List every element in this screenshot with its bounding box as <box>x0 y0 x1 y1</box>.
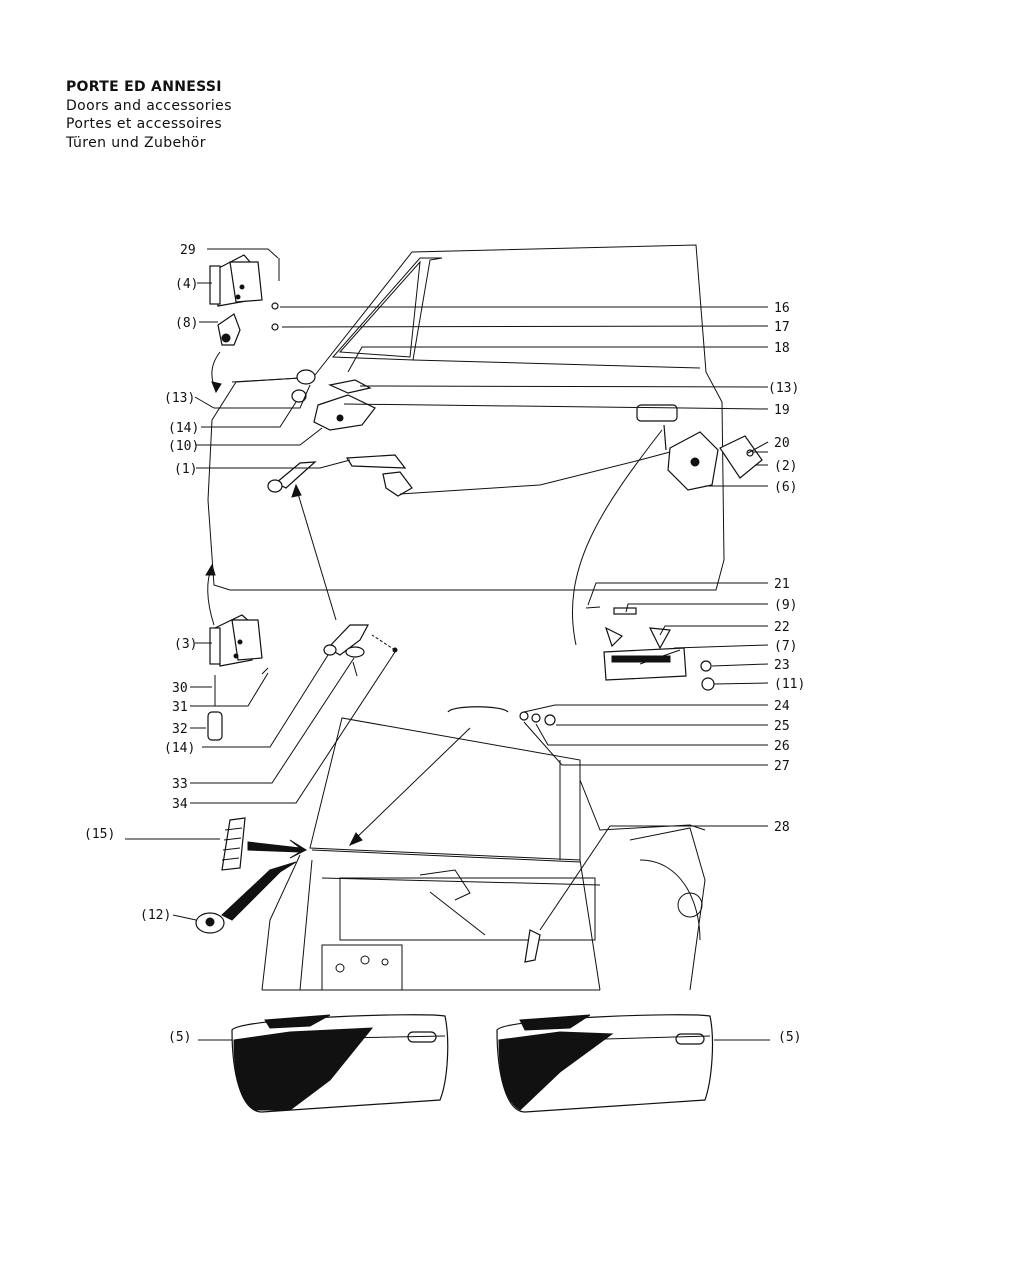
label-22: 22 <box>774 620 790 635</box>
label-2: (2) <box>774 459 797 474</box>
door-lock-assembly <box>636 404 768 491</box>
label-16: 16 <box>774 301 790 316</box>
arrow-lock-rod <box>572 429 663 646</box>
label-29: 29 <box>180 243 196 258</box>
label-8: (8) <box>175 316 198 331</box>
arrow-dashed <box>371 634 396 651</box>
arrow-head <box>211 381 222 394</box>
label-20: 20 <box>774 436 790 451</box>
label-7: (7) <box>774 639 797 654</box>
lower-hinge <box>207 614 269 741</box>
label-14-upper: (14) <box>168 421 199 436</box>
label-13-left: (13) <box>164 391 195 406</box>
label-33: 33 <box>172 777 188 792</box>
label-23: 23 <box>774 658 790 673</box>
label-28: 28 <box>774 820 790 835</box>
arrow-regulator <box>295 486 337 621</box>
label-6: (6) <box>774 480 797 495</box>
label-9: (9) <box>774 598 797 613</box>
exterior-handle-parts <box>585 606 715 691</box>
label-25: 25 <box>774 719 790 734</box>
label-4: (4) <box>175 277 198 292</box>
label-30: 30 <box>172 681 188 696</box>
label-32: 32 <box>172 722 188 737</box>
label-18: 18 <box>774 341 790 356</box>
regulator-handle <box>323 624 398 677</box>
arrow-grab-handle <box>351 727 471 843</box>
title-french: Portes et accessoires <box>66 116 223 132</box>
label-10: (10) <box>168 439 199 454</box>
leader-lines <box>125 248 770 1041</box>
label-5-left: (5) <box>168 1030 191 1045</box>
label-1: (1) <box>174 462 197 477</box>
label-5-right: (5) <box>778 1030 801 1045</box>
door-panel-right <box>496 1014 714 1113</box>
label-3: (3) <box>174 637 197 652</box>
label-21: 21 <box>774 577 790 592</box>
label-15: (15) <box>84 827 115 842</box>
car-body-frame <box>261 717 706 991</box>
label-27: 27 <box>774 759 790 774</box>
label-31: 31 <box>172 700 188 715</box>
label-24: 24 <box>774 699 790 714</box>
label-12: (12) <box>140 908 171 923</box>
window-regulator-parts <box>267 369 671 497</box>
label-26: 26 <box>774 739 790 754</box>
label-11: (11) <box>774 677 805 692</box>
grab-handle-24 <box>447 706 556 726</box>
door-check-8 <box>217 313 241 346</box>
label-34: 34 <box>172 797 188 812</box>
part-labels: 29 (4) (8) 16 17 18 (13) (13) 19 (14) (1… <box>84 243 805 1045</box>
arrow-striker <box>247 839 308 859</box>
title-italian: PORTE ED ANNESSI <box>66 79 222 95</box>
striker-parts <box>195 817 246 934</box>
label-17: 17 <box>774 320 790 335</box>
title-block: PORTE ED ANNESSI Doors and accessories P… <box>66 78 232 152</box>
upper-hinge <box>209 254 280 331</box>
label-13-right: (13) <box>768 381 799 396</box>
arrow-lock-striker <box>221 861 297 921</box>
door-panel-left <box>231 1014 449 1113</box>
title-german: Türen und Zubehör <box>66 134 206 151</box>
title-english: Doors and accessories <box>66 97 232 114</box>
label-19: 19 <box>774 403 790 418</box>
label-14-lower: (14) <box>164 741 195 756</box>
